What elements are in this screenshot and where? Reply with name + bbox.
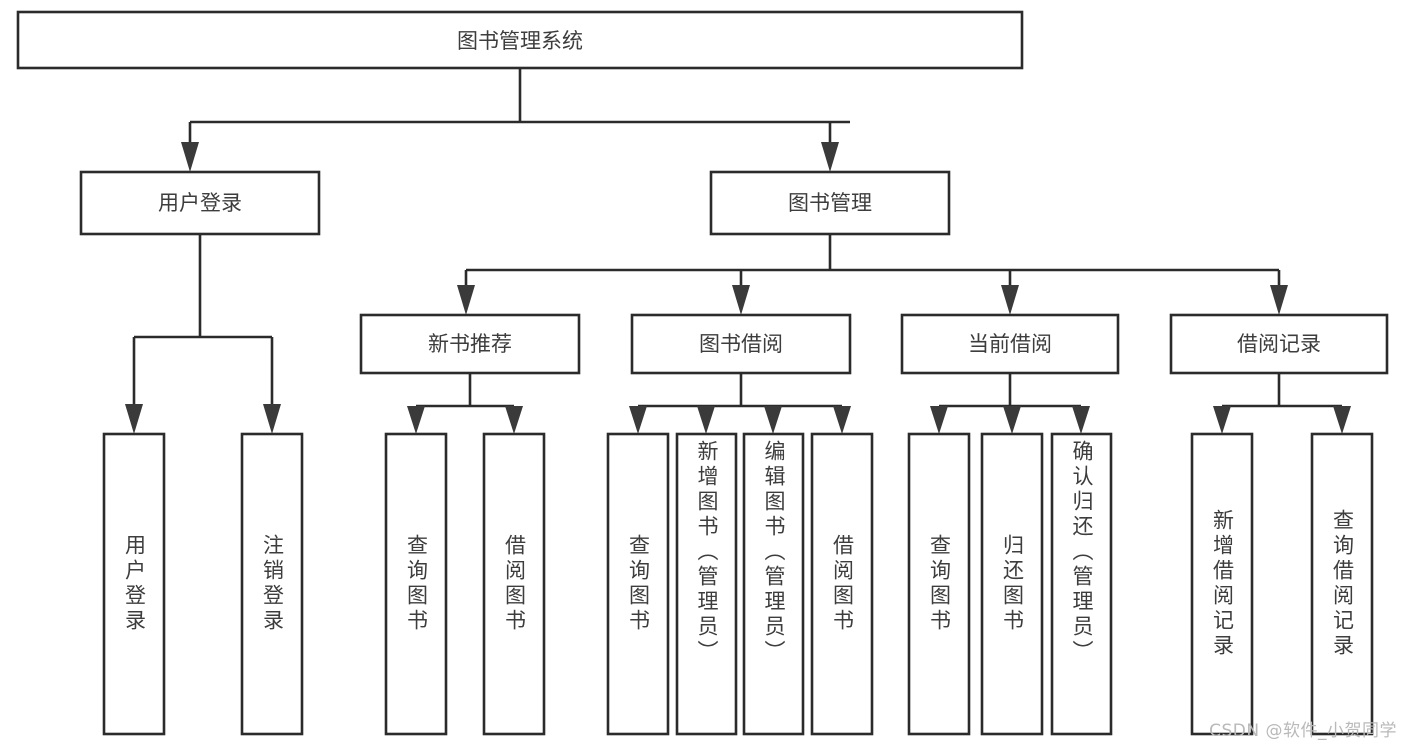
node-book-borrow-label: 图书借阅 — [699, 332, 783, 356]
node-root[interactable]: 图书管理系统 — [16, 10, 1024, 70]
node-borrow-record[interactable]: 借阅记录 — [1169, 313, 1389, 375]
leaf-box-add-book-admin[interactable] — [675, 432, 738, 736]
leaf-box-borrow-book-rec[interactable] — [482, 432, 546, 736]
connector-root-to-level2 — [181, 68, 850, 172]
node-current-borrow[interactable]: 当前借阅 — [900, 313, 1120, 375]
node-book-management[interactable]: 图书管理 — [709, 170, 951, 236]
connector-userlogin-to-leaves — [125, 234, 281, 434]
leaf-box-edit-book-admin[interactable] — [742, 432, 805, 736]
node-new-book-recommend[interactable]: 新书推荐 — [359, 313, 581, 375]
leaf-box-query-book-current[interactable] — [907, 432, 971, 736]
leaf-boxes — [102, 432, 1374, 736]
node-book-borrow-box — [630, 313, 852, 375]
leaf-box-query-book-borrow[interactable] — [606, 432, 670, 736]
node-user-login-label: 用户登录 — [158, 191, 242, 215]
node-current-borrow-label: 当前借阅 — [968, 332, 1052, 356]
node-book-borrow[interactable]: 图书借阅 — [630, 313, 852, 375]
node-new-book-recommend-box — [359, 313, 581, 375]
leaf-box-user-login[interactable] — [102, 432, 166, 736]
connector-current-to-leaves — [930, 373, 1090, 434]
leaf-box-confirm-return-admin[interactable] — [1050, 432, 1113, 736]
node-current-borrow-box — [900, 313, 1120, 375]
node-book-management-label: 图书管理 — [788, 191, 872, 215]
node-book-management-box — [709, 170, 951, 236]
watermark-text: CSDN @软件_小贺同学 — [1209, 721, 1397, 741]
leaf-box-add-borrow-record[interactable] — [1190, 432, 1254, 736]
node-borrow-record-box — [1169, 313, 1389, 375]
connector-borrow-to-leaves — [629, 373, 851, 434]
node-root-label: 图书管理系统 — [457, 29, 583, 53]
leaf-box-query-borrow-record[interactable] — [1310, 432, 1374, 736]
node-user-login[interactable]: 用户登录 — [79, 170, 321, 236]
node-user-login-box — [79, 170, 321, 236]
leaf-box-borrow-book[interactable] — [810, 432, 874, 736]
node-borrow-record-label: 借阅记录 — [1237, 332, 1321, 356]
node-new-book-recommend-label: 新书推荐 — [428, 332, 512, 356]
leaf-box-logout[interactable] — [240, 432, 304, 736]
leaf-box-query-book-rec[interactable] — [384, 432, 448, 736]
node-root-box — [16, 10, 1024, 70]
leaf-box-return-book[interactable] — [980, 432, 1044, 736]
connector-newbook-to-leaves — [407, 373, 523, 434]
connector-bookmgmt-to-level3 — [457, 234, 1288, 315]
connector-record-to-leaves — [1213, 373, 1351, 434]
